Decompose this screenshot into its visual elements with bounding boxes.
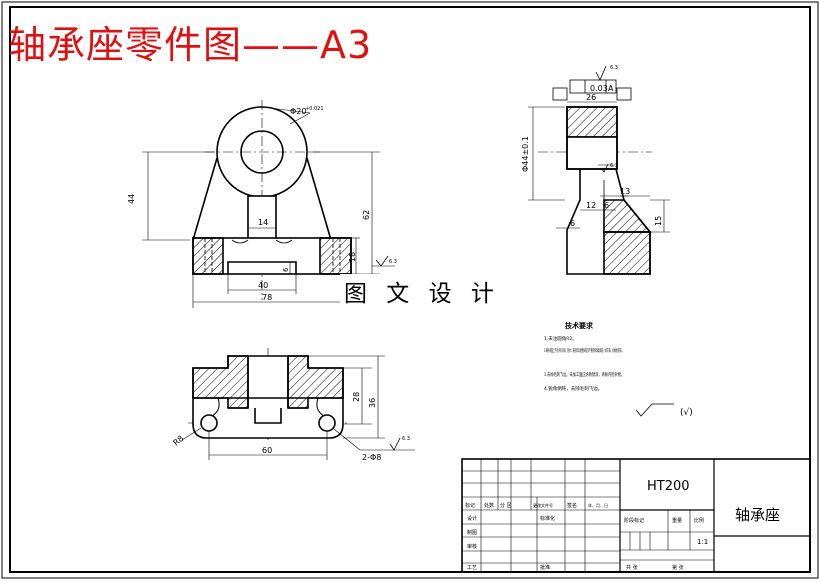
roughness-mid: 6.3	[610, 163, 618, 169]
tolerance-value: 0.03	[590, 84, 608, 93]
tech-requirements: 技术要求 1.未注圆角R2。 2.铸件表面上不允许有冷隔、裂纹、缩孔和穿透性缺陷…	[544, 321, 693, 418]
tech-item-2: 2.铸件表面上不允许有冷隔、裂纹、缩孔和穿透性缺陷及严重的残缺类缺陷（如欠铸、机…	[544, 347, 624, 354]
dim-side-bore: Φ44±0.1	[521, 136, 530, 172]
title-block-text: HT200 轴承座 标记 处数 分 区 更改文件号 签名 年、月、日 设计 标准…	[465, 479, 780, 571]
material: HT200	[647, 479, 690, 494]
dim-d13: 13	[620, 187, 630, 196]
tb-stage-mark: 阶段标记	[624, 517, 644, 524]
tb-draw: 制图	[467, 529, 477, 536]
dim-base-height: 18	[348, 252, 357, 262]
dim-slot: 40	[258, 281, 268, 290]
tech-item-1: 1.未注圆角R2。	[544, 335, 577, 342]
tech-heading: 技术要求	[565, 321, 594, 330]
front-view-dims: 44 Φ20 +0.021 14 62 18 40 6 78 6.3	[127, 106, 397, 302]
dim-d15: 15	[654, 216, 663, 226]
dim-d6b: 6	[570, 219, 575, 228]
tb-design: 设计	[467, 515, 477, 522]
tb-approve: 批准	[540, 564, 550, 571]
tb-label-docno: 更改文件号	[533, 502, 553, 508]
tb-sheet-no: 第 张	[672, 564, 684, 571]
dim-bore-tol: +0.021	[305, 106, 324, 112]
part-name: 轴承座	[735, 506, 780, 524]
dim-slot-h: 6	[282, 267, 290, 272]
tb-review: 审核	[467, 543, 477, 550]
tb-label-mark: 标记	[465, 502, 475, 509]
dim-total-height: 62	[362, 210, 371, 220]
dim-r8: R8	[172, 434, 186, 448]
drawing-title: 轴承座零件图——A3	[8, 23, 373, 67]
inner-frame	[9, 6, 811, 573]
dim-depth: 28	[352, 392, 361, 402]
tb-scale: 1:1	[697, 538, 708, 546]
roughness-top: 6.3	[610, 65, 618, 71]
tb-scale-label: 比例	[694, 517, 704, 524]
top-view	[181, 348, 415, 460]
dim-width: 78	[262, 293, 272, 302]
watermark-text: 图 文 设 计	[340, 274, 504, 308]
dim-bore: Φ20	[290, 107, 306, 116]
tb-label-zone: 分 区	[500, 502, 512, 509]
title-block	[461, 458, 811, 573]
tb-label-sign: 签名	[567, 502, 577, 509]
side-view	[528, 65, 670, 275]
roughness-top-view: 6.3	[402, 436, 410, 442]
tb-process: 工艺	[467, 565, 477, 571]
roughness-front: 6.3	[389, 259, 397, 265]
tb-label-count: 处数	[484, 502, 494, 509]
tech-item-4: 4.锐角倒钝，去除毛刺飞边。	[544, 385, 602, 392]
front-view	[142, 100, 395, 308]
tb-standardize: 标准化	[540, 515, 555, 522]
side-view-dims: 0.03 A 6.3 26 Φ44±0.1 6.3 12 6 13 6 15	[521, 65, 663, 228]
tb-sheets-total: 共 张	[626, 564, 638, 571]
dim-side-width: 26	[586, 93, 596, 102]
dim-d6a: 6	[604, 201, 609, 210]
dim-d12: 12	[586, 201, 596, 210]
tb-label-date: 年、月、日	[588, 502, 608, 508]
tb-weight: 重量	[672, 517, 682, 524]
dim-length: 60	[262, 446, 272, 455]
tolerance-datum: A	[608, 84, 614, 93]
tech-item-3: 3.去除毛刺飞边。未加工面应涂防锈漆，清除内腔杂物。	[544, 371, 624, 378]
roughness-note: (√)	[680, 407, 693, 418]
dim-depth2: 36	[368, 398, 377, 408]
dim-height: 44	[127, 194, 136, 204]
dim-holes: 2-Φ8	[362, 453, 381, 462]
dim-neck: 14	[258, 218, 268, 227]
